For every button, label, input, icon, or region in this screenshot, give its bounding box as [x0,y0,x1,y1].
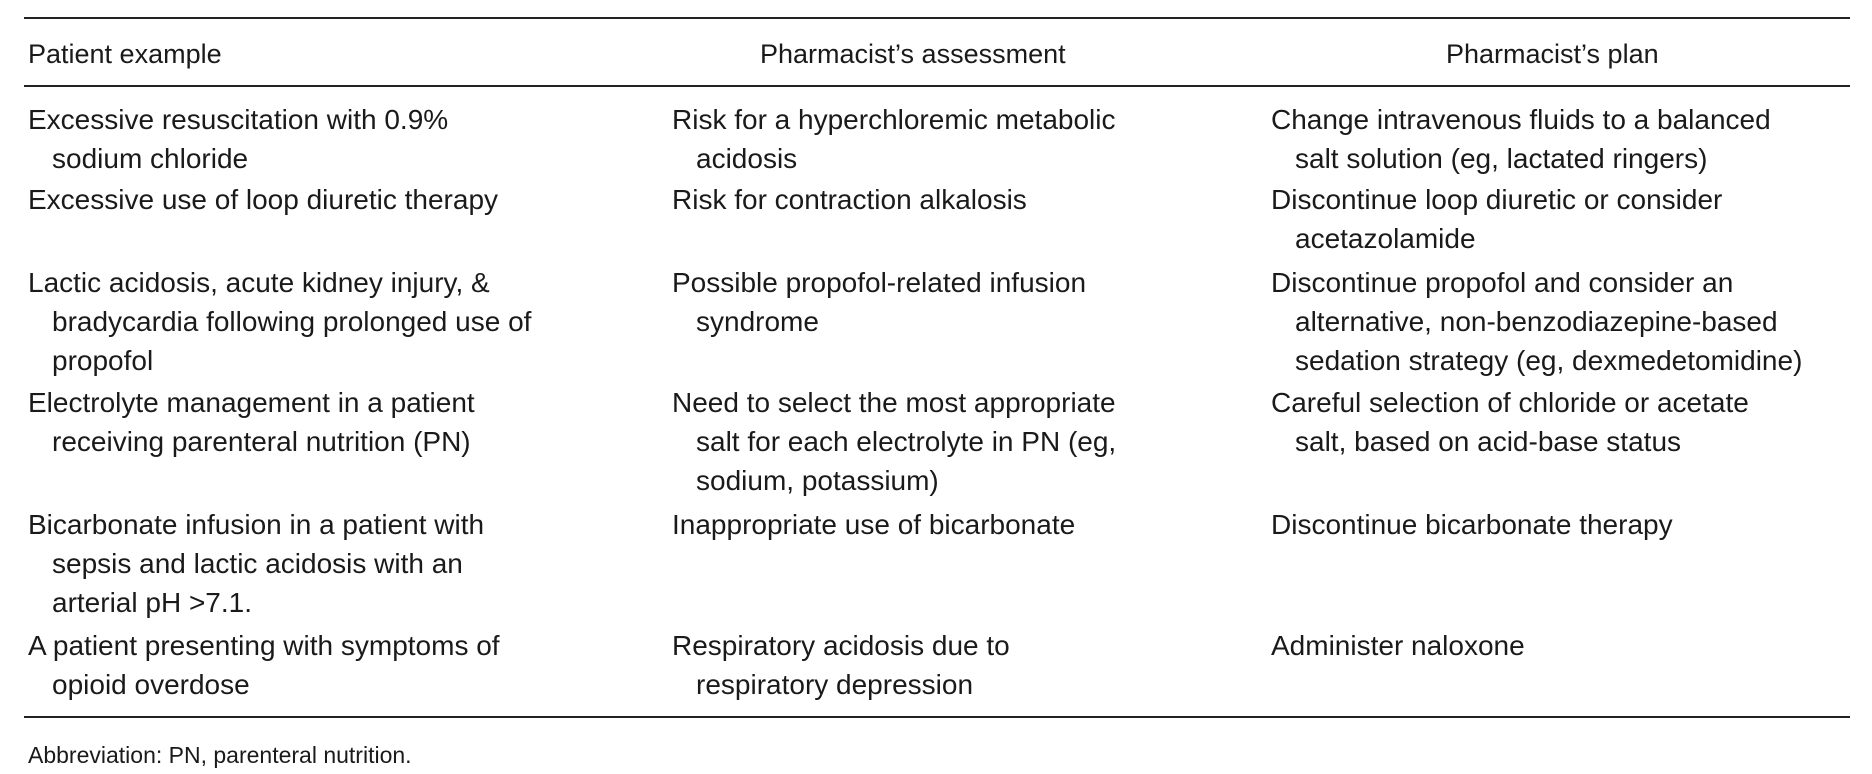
patient-example-cell: Excessive use of loop diuretic therapy [28,184,499,215]
table-top-rule [24,17,1850,19]
table-bottom-rule [24,716,1850,718]
patient-example-cell: Lactic acidosis, acute kidney injury, & … [28,267,532,376]
assessment-cell: Need to select the most appropriate salt… [672,387,1117,496]
column-header-pharmacist-assessment: Pharmacist’s assessment [760,39,1066,69]
assessment-cell: Possible propofol-related infusion syndr… [672,267,1087,337]
assessment-cell: Risk for contraction alkalosis [672,184,1027,215]
plan-cell: Discontinue loop diuretic or consider ac… [1271,184,1723,254]
column-header-pharmacist-plan: Pharmacist’s plan [1446,39,1659,69]
plan-cell: Discontinue propofol and consider an alt… [1271,267,1803,376]
patient-example-cell: Excessive resuscitation with 0.9% sodium… [28,104,449,174]
patient-example-cell: Electrolyte management in a patient rece… [28,387,475,457]
assessment-cell: Risk for a hyperchloremic metabolic acid… [672,104,1116,174]
column-header-patient-example: Patient example [28,39,222,69]
table-footnote: Abbreviation: PN, parenteral nutrition. [28,742,412,768]
patient-example-cell: A patient presenting with symptoms of op… [28,630,500,700]
plan-cell: Administer naloxone [1271,630,1525,661]
plan-cell: Careful selection of chloride or acetate… [1271,387,1749,457]
patient-example-cell: Bicarbonate infusion in a patient with s… [28,509,485,618]
plan-cell: Discontinue bicarbonate therapy [1271,509,1673,540]
assessment-cell: Respiratory acidosis due to respiratory … [672,630,1010,700]
plan-cell: Change intravenous fluids to a balanced … [1271,104,1771,174]
table-header-rule [24,85,1850,87]
assessment-cell: Inappropriate use of bicarbonate [672,509,1076,540]
